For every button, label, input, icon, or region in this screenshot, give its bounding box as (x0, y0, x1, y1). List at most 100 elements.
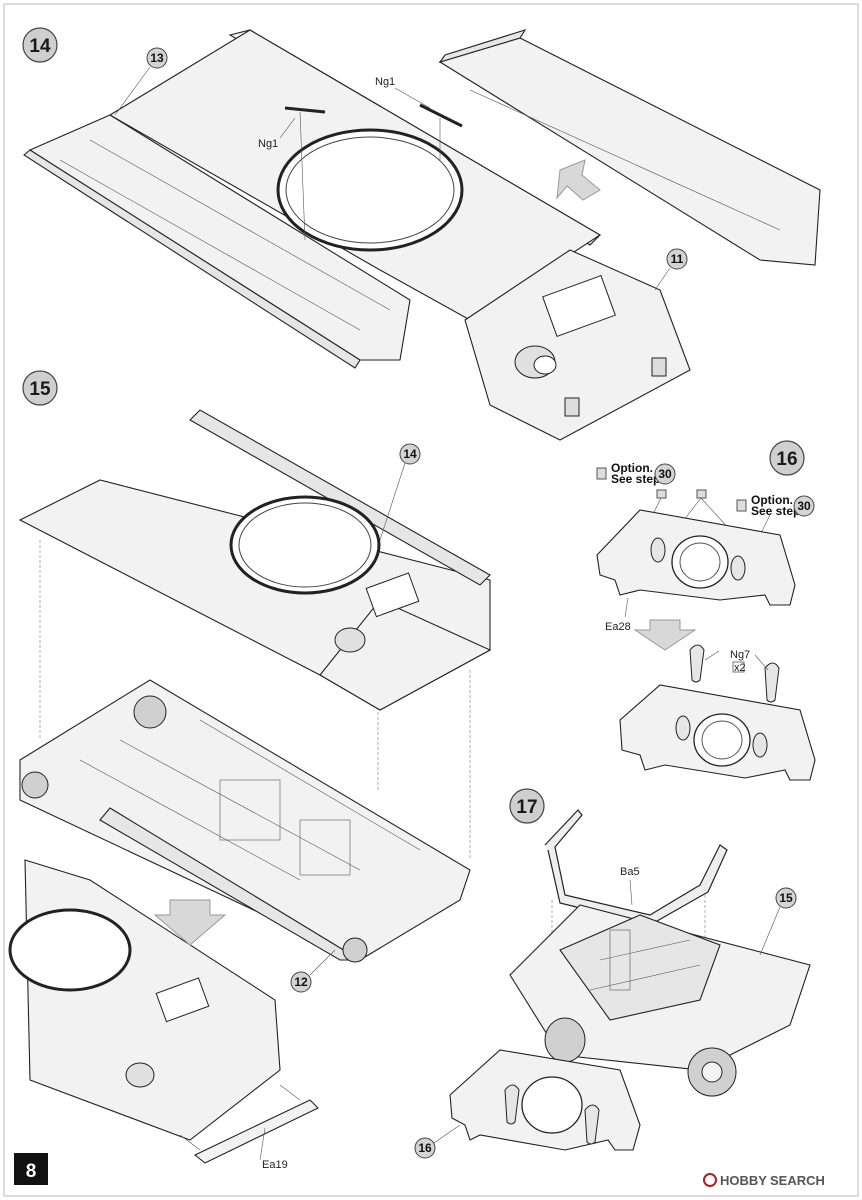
detail-mg-mount (125, 1062, 155, 1088)
turret-ring (276, 128, 464, 252)
assembly-arrow-15 (153, 899, 227, 946)
ea19-part (193, 1099, 319, 1164)
leader-11 (654, 267, 671, 291)
hull-rail-edge (23, 149, 361, 369)
step-15-group: 15 (8, 370, 492, 1171)
step-16-number: 16 (776, 449, 797, 470)
ea19-guide-left (179, 1134, 201, 1151)
ng1-part-left (284, 106, 326, 114)
leader-ba5 (629, 879, 633, 906)
leader-12 (309, 949, 336, 976)
label-multiplier: x2 (734, 662, 746, 674)
multiplier-box (732, 661, 745, 673)
mg-mount-15 (334, 627, 366, 653)
leader-ng1-left (279, 117, 296, 139)
leader-15 (759, 906, 781, 956)
lower-hull (19, 679, 471, 961)
callout-16-text: 16 (418, 1141, 432, 1155)
callout-15 (775, 887, 797, 909)
option-1-ref-badge (654, 463, 676, 485)
rail-right-top (438, 29, 527, 63)
callout-16 (414, 1137, 436, 1159)
leader-ng1-right (394, 87, 431, 109)
callout-12-text: 12 (294, 975, 308, 989)
rear-sprocket-left (544, 1017, 586, 1063)
option-2-line1: Option. (751, 493, 793, 507)
option-1-ref: 30 (658, 467, 672, 481)
drive-sprocket (133, 695, 167, 729)
callout-11 (666, 248, 688, 270)
step-14-group: 14 Ng1 Ng1 (22, 27, 821, 441)
exhaust-port-right (730, 555, 746, 581)
marker-b (696, 489, 707, 499)
callout-12 (290, 971, 312, 993)
leader-ng7-left (704, 650, 720, 661)
callout-11-text: 11 (671, 252, 684, 266)
assembly-arrow-14 (556, 159, 601, 201)
option-icon-2 (736, 499, 747, 512)
option-1-line1: Option. (611, 461, 653, 475)
rivet-lines (59, 89, 781, 331)
marker-a (656, 489, 667, 499)
watermark: HOBBY SEARCH (703, 1173, 825, 1188)
step-16-badge (769, 440, 805, 476)
tow-hook-right (651, 357, 667, 377)
leader-ea19 (259, 1127, 266, 1161)
step-17-badge (509, 788, 545, 824)
rear-hatch-assembled-inner (701, 720, 743, 760)
watermark-brand2: SEARCH (770, 1173, 825, 1188)
leader-16 (433, 1124, 461, 1144)
watermark-brand: HOBBY (720, 1173, 767, 1188)
step-17-number: 17 (516, 797, 537, 818)
step-16-group: 16 Option. See step 30 Option. See step … (596, 440, 816, 781)
turret-ring-inner (285, 136, 455, 244)
mg-ball (533, 355, 557, 375)
callout-14 (399, 443, 421, 465)
watermark-logo-icon (703, 1173, 717, 1187)
step-14-number: 14 (29, 36, 51, 57)
exhaust-port-left (650, 537, 666, 563)
interior-details (79, 719, 421, 881)
driver-hatch (542, 275, 616, 337)
rear-hatch-inner (679, 542, 721, 582)
callout-15-text: 15 (779, 891, 793, 905)
front-hub (342, 937, 368, 963)
hull-rear-interior (559, 914, 721, 1021)
page-border (3, 3, 859, 1197)
label-ba5: Ba5 (620, 866, 640, 878)
callout-13 (146, 47, 168, 69)
rear-plate-16-exhaust-right (584, 1104, 600, 1145)
leader-ng7-right (754, 654, 769, 671)
front-glacis-plate (464, 249, 691, 441)
front-plate-15 (319, 599, 492, 711)
step-17-group: 17 Ba5 15 16 (414, 788, 811, 1159)
ng7-part-right (764, 662, 780, 703)
exhaust-assembled-left (675, 715, 691, 741)
detail-driver-hatch (155, 977, 210, 1023)
label-ng7: Ng7 (730, 649, 750, 661)
option-1-line2: See step (611, 472, 660, 486)
leader-13 (114, 66, 151, 116)
ea19-guide-right (279, 1084, 301, 1101)
step-14-badge (22, 27, 58, 63)
option-2-line2: See step (751, 504, 800, 518)
ng1-part-right (419, 103, 463, 128)
step-15-number: 15 (29, 379, 51, 400)
callout-13-text: 13 (150, 51, 164, 65)
ng1-guide-left (299, 111, 306, 241)
turret-ring-15-inner (238, 502, 372, 588)
label-ea19: Ea19 (262, 1159, 288, 1171)
option-2-ref-badge (793, 495, 815, 517)
page-number-box (14, 1153, 48, 1185)
idler-wheel (21, 771, 49, 799)
ng7-part-left (689, 644, 705, 683)
leader-ea28 (624, 597, 629, 618)
exhaust-assembled-right (752, 732, 768, 758)
page-number: 8 (26, 1161, 37, 1182)
callout-14-text: 14 (403, 447, 417, 461)
option-icon-1 (596, 467, 607, 480)
turret-ring-15 (229, 495, 381, 595)
detail-turret-ring (8, 908, 132, 992)
driver-hatch-15 (365, 572, 420, 618)
